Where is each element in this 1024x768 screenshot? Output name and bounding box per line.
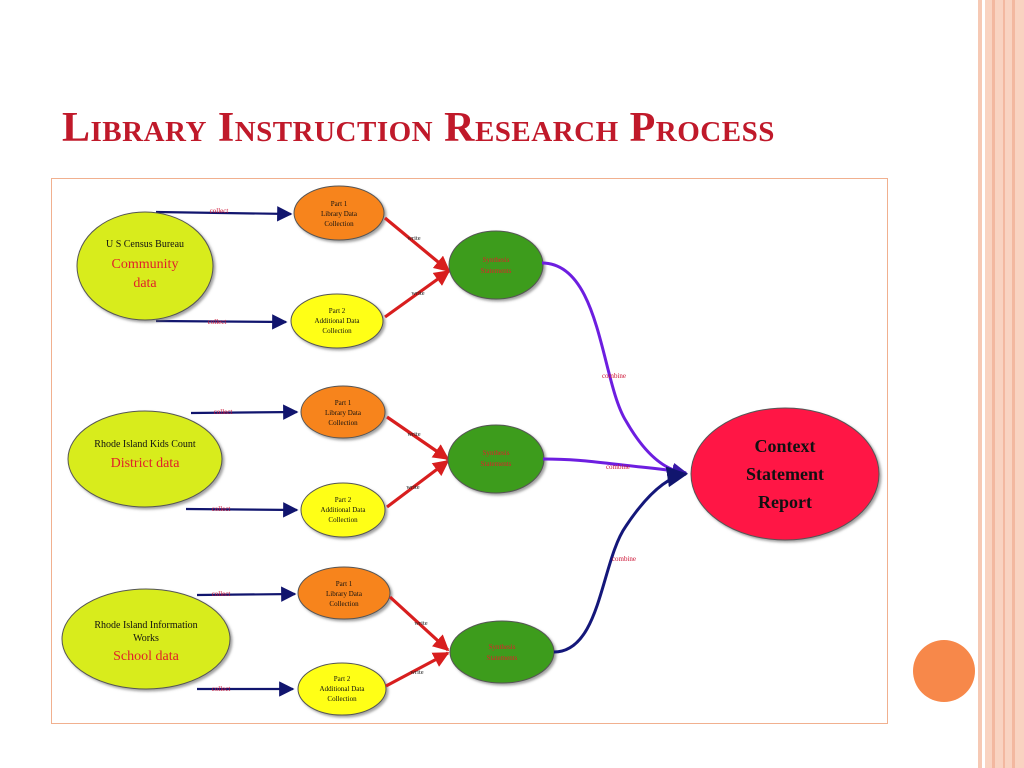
write-label: write: [407, 235, 420, 242]
part2-node: Part 2 Additional Data Collection: [297, 662, 387, 716]
svg-text:Context: Context: [755, 436, 816, 456]
combine-label: combine: [602, 372, 626, 380]
decor-stripe: [978, 0, 982, 768]
svg-text:Library Data: Library Data: [326, 590, 363, 598]
svg-text:Library Data: Library Data: [325, 409, 362, 417]
source-label: Rhode Island Kids Count: [94, 439, 196, 450]
write-arrow: write: [386, 459, 450, 509]
svg-text:Collection: Collection: [327, 695, 357, 703]
write-arrow: write: [383, 216, 451, 273]
collect-label: collect: [214, 408, 233, 416]
source-data-label: District data: [111, 456, 181, 471]
svg-text:Collection: Collection: [328, 419, 358, 427]
svg-text:Part 2: Part 2: [334, 675, 351, 683]
collect-arrow: collect: [196, 586, 297, 602]
source-node: Rhode Island Information Works School da…: [61, 588, 231, 690]
collect-label: collect: [210, 207, 229, 215]
source-data-label: data: [133, 276, 157, 291]
write-label: write: [407, 431, 420, 438]
decor-stripe: [1003, 0, 1005, 768]
source-data-label: Community: [112, 257, 179, 272]
source-label: Works: [133, 633, 159, 644]
collect-label: collect: [212, 505, 231, 513]
synthesis-node: Synthesis Statements: [449, 620, 555, 684]
group-community: collect collect U S Census Bureau Commun…: [76, 185, 544, 349]
diagram-frame: collect collect U S Census Bureau Commun…: [51, 178, 888, 724]
svg-text:Additional Data: Additional Data: [320, 685, 366, 693]
collect-arrow: collect: [155, 206, 293, 222]
collect-arrow: collect: [185, 502, 299, 518]
write-label: write: [410, 669, 423, 676]
collect-label: collect: [212, 590, 231, 598]
write-arrow: write: [384, 269, 451, 319]
synthesis-node: Synthesis Statements: [447, 424, 545, 494]
combine-label: combine: [612, 555, 636, 563]
write-label: write: [411, 290, 424, 297]
svg-text:Additional Data: Additional Data: [315, 317, 361, 325]
group-district: collect collect Rhode Island Kids Count …: [67, 385, 545, 538]
part1-node: Part 1 Library Data Collection: [297, 566, 391, 620]
svg-text:Additional Data: Additional Data: [321, 506, 367, 514]
combine-arrow: combine: [553, 466, 689, 654]
collect-arrow: collect: [197, 681, 295, 697]
svg-text:Statement: Statement: [746, 464, 824, 484]
source-label: Rhode Island Information: [94, 620, 197, 631]
svg-text:Statements: Statements: [481, 460, 512, 468]
source-data-label: School data: [113, 649, 179, 664]
decor-stripe: [1012, 0, 1015, 768]
svg-text:Synthesis: Synthesis: [489, 643, 516, 651]
svg-text:Library Data: Library Data: [321, 210, 358, 218]
decor-stripe: [992, 0, 995, 768]
write-label: write: [406, 484, 419, 491]
report-node: Context Statement Report: [690, 407, 880, 541]
source-label: U S Census Bureau: [106, 239, 184, 250]
part2-node: Part 2 Additional Data Collection: [300, 482, 386, 538]
slide-title: Library Instruction Research Process: [62, 105, 775, 151]
combine-label: combine: [606, 463, 630, 471]
svg-text:Part 2: Part 2: [335, 496, 352, 504]
combine-arrow: combine: [541, 261, 688, 480]
process-diagram: collect collect U S Census Bureau Commun…: [61, 185, 880, 716]
source-node: U S Census Bureau Community data: [76, 211, 214, 321]
write-label: write: [414, 620, 427, 627]
svg-text:Report: Report: [758, 492, 812, 512]
svg-text:Statements: Statements: [481, 267, 512, 275]
synthesis-node: Synthesis Statements: [448, 230, 544, 300]
svg-text:Synthesis: Synthesis: [483, 449, 510, 457]
source-node: Rhode Island Kids Count District data: [67, 410, 223, 508]
svg-text:Collection: Collection: [329, 600, 359, 608]
svg-text:Synthesis: Synthesis: [483, 256, 510, 264]
write-arrow: write: [386, 415, 450, 461]
collect-arrow: collect: [190, 404, 299, 420]
part1-node: Part 1 Library Data Collection: [300, 385, 386, 439]
svg-text:Collection: Collection: [324, 220, 354, 228]
group-school: collect collect Rhode Island Information…: [61, 566, 555, 716]
collect-arrow: collect: [155, 314, 288, 330]
collect-label: collect: [212, 685, 231, 693]
collect-label: collect: [208, 318, 227, 326]
decor-circle: [913, 640, 975, 702]
svg-text:Part 1: Part 1: [336, 580, 353, 588]
write-arrow: write: [388, 595, 450, 652]
svg-text:Part 1: Part 1: [335, 399, 352, 407]
svg-text:Part 1: Part 1: [331, 200, 348, 208]
part1-node: Part 1 Library Data Collection: [293, 185, 385, 241]
part2-node: Part 2 Additional Data Collection: [290, 293, 384, 349]
svg-text:Part 2: Part 2: [329, 307, 346, 315]
svg-text:Collection: Collection: [322, 327, 352, 335]
svg-text:Statements: Statements: [487, 654, 518, 662]
write-arrow: write: [385, 651, 450, 688]
svg-text:Collection: Collection: [328, 516, 358, 524]
